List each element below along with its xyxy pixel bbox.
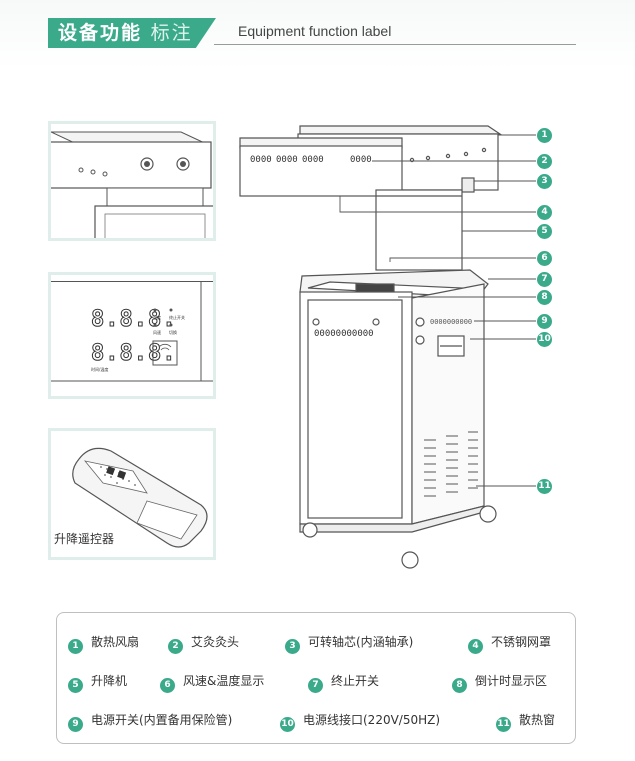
remote-drawing: [72, 447, 208, 548]
label-stop: 终止开关: [169, 315, 185, 320]
callout-11: 11: [537, 479, 552, 494]
svg-text:0000: 0000: [250, 155, 272, 165]
callout-1: 1: [537, 128, 552, 143]
callout-4: 4: [537, 205, 552, 220]
head-detail-drawing: [51, 131, 213, 238]
remote-label: 升降遥控器: [54, 532, 115, 546]
page-title: 设备功能 标注: [58, 22, 193, 44]
callout-8: 8: [537, 290, 552, 305]
label-temp: 温度: [153, 315, 161, 320]
svg-text:0000: 0000: [276, 155, 298, 165]
page-title-english: Equipment function label: [238, 23, 392, 39]
label-switch: 切换: [169, 330, 177, 335]
callout-9: 9: [537, 314, 552, 329]
callout-3: 3: [537, 174, 552, 189]
detail-panel-remote: [48, 428, 216, 560]
legend-box: [56, 612, 576, 744]
callout-6: 6: [537, 251, 552, 266]
svg-text:0000000000: 0000000000: [430, 318, 472, 326]
detail-panel-display: 8.8.8. 8.8.8. 温度 终止开关 风速 切换 时间/温度: [48, 272, 216, 399]
speed-temp-display: 8.8.8.: [90, 307, 177, 333]
callout-2: 2: [537, 154, 552, 169]
callout-5: 5: [537, 224, 552, 239]
label-wind: 风速: [153, 330, 161, 335]
svg-text:0000: 0000: [350, 155, 372, 165]
title-divider: [214, 44, 576, 45]
svg-text:0000: 0000: [302, 155, 324, 165]
callout-7: 7: [537, 272, 552, 287]
svg-text:00000000000: 00000000000: [314, 329, 374, 339]
label-timer: 时间/温度: [91, 367, 109, 372]
detail-panel-head: [48, 121, 216, 241]
title-badge: [48, 18, 216, 48]
display-buttons: [51, 281, 213, 382]
callout-10: 10: [537, 332, 552, 347]
